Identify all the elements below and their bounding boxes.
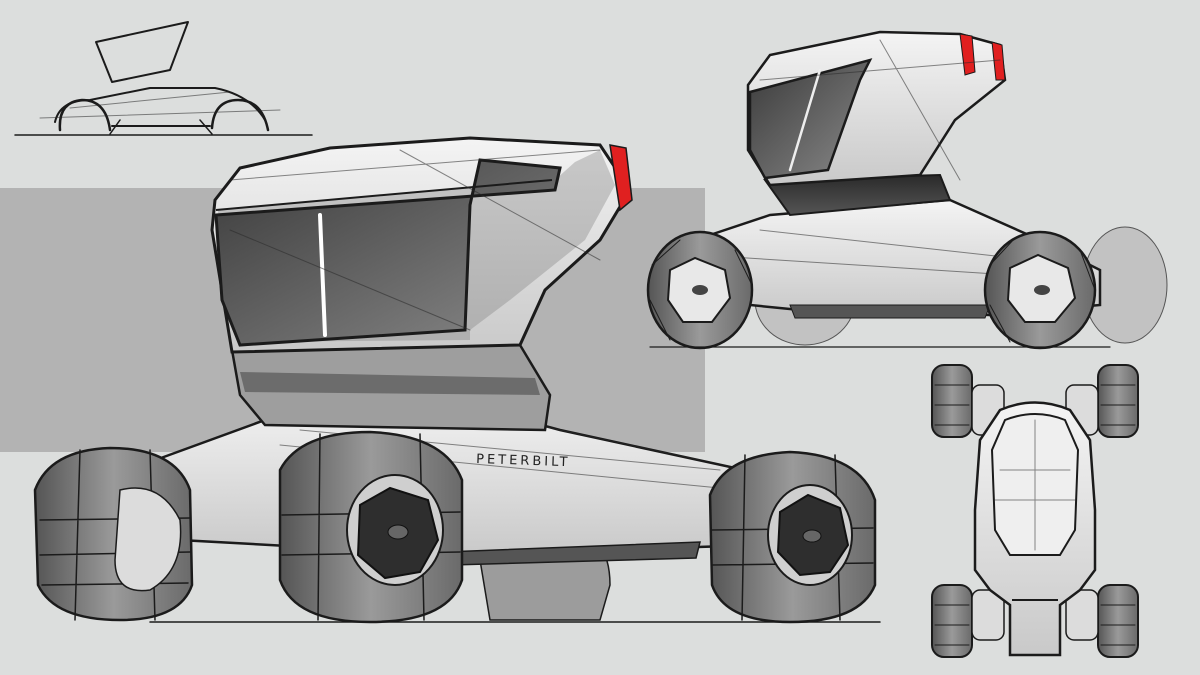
side-rear-wheel: [983, 230, 1097, 350]
thumbnail-sketch: [14, 21, 313, 136]
brand-wordmark: PETERBILT: [476, 452, 571, 470]
main-perspective-vehicle: PETERBILT: [33, 136, 881, 624]
windshield-highlight: [318, 213, 327, 337]
tail-light-main: [609, 144, 633, 212]
front-left-wheel: [33, 446, 194, 622]
side-front-wheel: [646, 230, 754, 350]
cab-neck-band: [240, 372, 540, 395]
top-wheel-rr: [1097, 584, 1139, 658]
top-wheel-fl: [931, 364, 973, 438]
top-wheel-fr: [1097, 364, 1139, 438]
side-window: [748, 58, 873, 180]
top-wheel-rl: [931, 584, 973, 658]
side-view-vehicle: [646, 30, 1168, 350]
tail-light-side-2: [991, 41, 1006, 81]
front-right-wheel: [278, 430, 464, 624]
rear-wheel-near: [708, 450, 877, 624]
top-view-vehicle: [931, 364, 1139, 658]
tail-light-side-1: [959, 33, 976, 76]
windshield: [214, 158, 562, 347]
